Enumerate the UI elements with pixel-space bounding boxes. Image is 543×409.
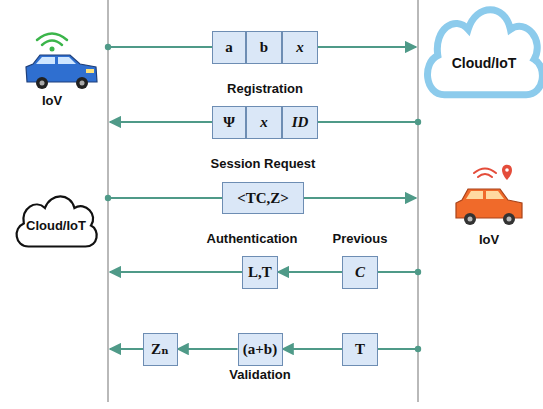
box-text: <TC,Z> [237,190,289,207]
message-box: ID [282,106,318,139]
message-box: a [212,31,246,64]
cloud-outline [418,0,543,104]
box-text: L,T [248,264,272,281]
message-arrow [178,348,238,350]
message-box: T [342,333,378,366]
message-box: b [246,31,282,64]
box-text: x [296,39,304,56]
start-dot [105,195,111,201]
cloud-label: Cloud/IoT [452,55,517,71]
message-box: L,T [242,256,278,289]
section-label: Registration [227,81,303,96]
section-label: IoV [479,232,499,247]
message-box: C [342,256,378,289]
start-dot [415,119,421,125]
box-text: x [260,114,268,131]
section-label: Authentication [207,231,298,246]
message-box: x [282,31,318,64]
box-text: (a+b) [243,341,277,358]
section-label: IoV [42,93,62,108]
start-dot [415,269,421,275]
message-line [110,348,143,350]
cloud-node: Cloud/IoT [10,186,102,252]
start-dot [105,44,111,50]
box-text: C [355,264,365,281]
section-label: Previous [333,231,388,246]
message-box: Zₙ [143,333,178,366]
box-text: a [225,39,233,56]
message-line [110,271,242,273]
message-box: x [246,106,282,139]
box-text: Zₙ [151,340,169,358]
cloud-node: Cloud/IoT [418,0,543,104]
box-text: T [355,341,365,358]
blue-car-icon [26,34,97,90]
box-text: Ψ [223,114,235,131]
box-text: b [260,39,268,56]
message-line [378,348,418,350]
message-box: <TC,Z> [222,182,304,214]
message-line [378,271,418,273]
message-box: (a+b) [238,333,283,366]
section-label: Validation [229,367,290,382]
box-text: ID [292,114,309,131]
start-dot [415,346,421,352]
lifeline [417,0,418,402]
cloud-label: Cloud/IoT [26,218,86,233]
orange-car-icon [456,165,522,225]
message-arrow [278,271,342,273]
section-label: Session Request [211,156,316,171]
message-box: Ψ [212,106,246,139]
message-arrow [283,348,343,350]
